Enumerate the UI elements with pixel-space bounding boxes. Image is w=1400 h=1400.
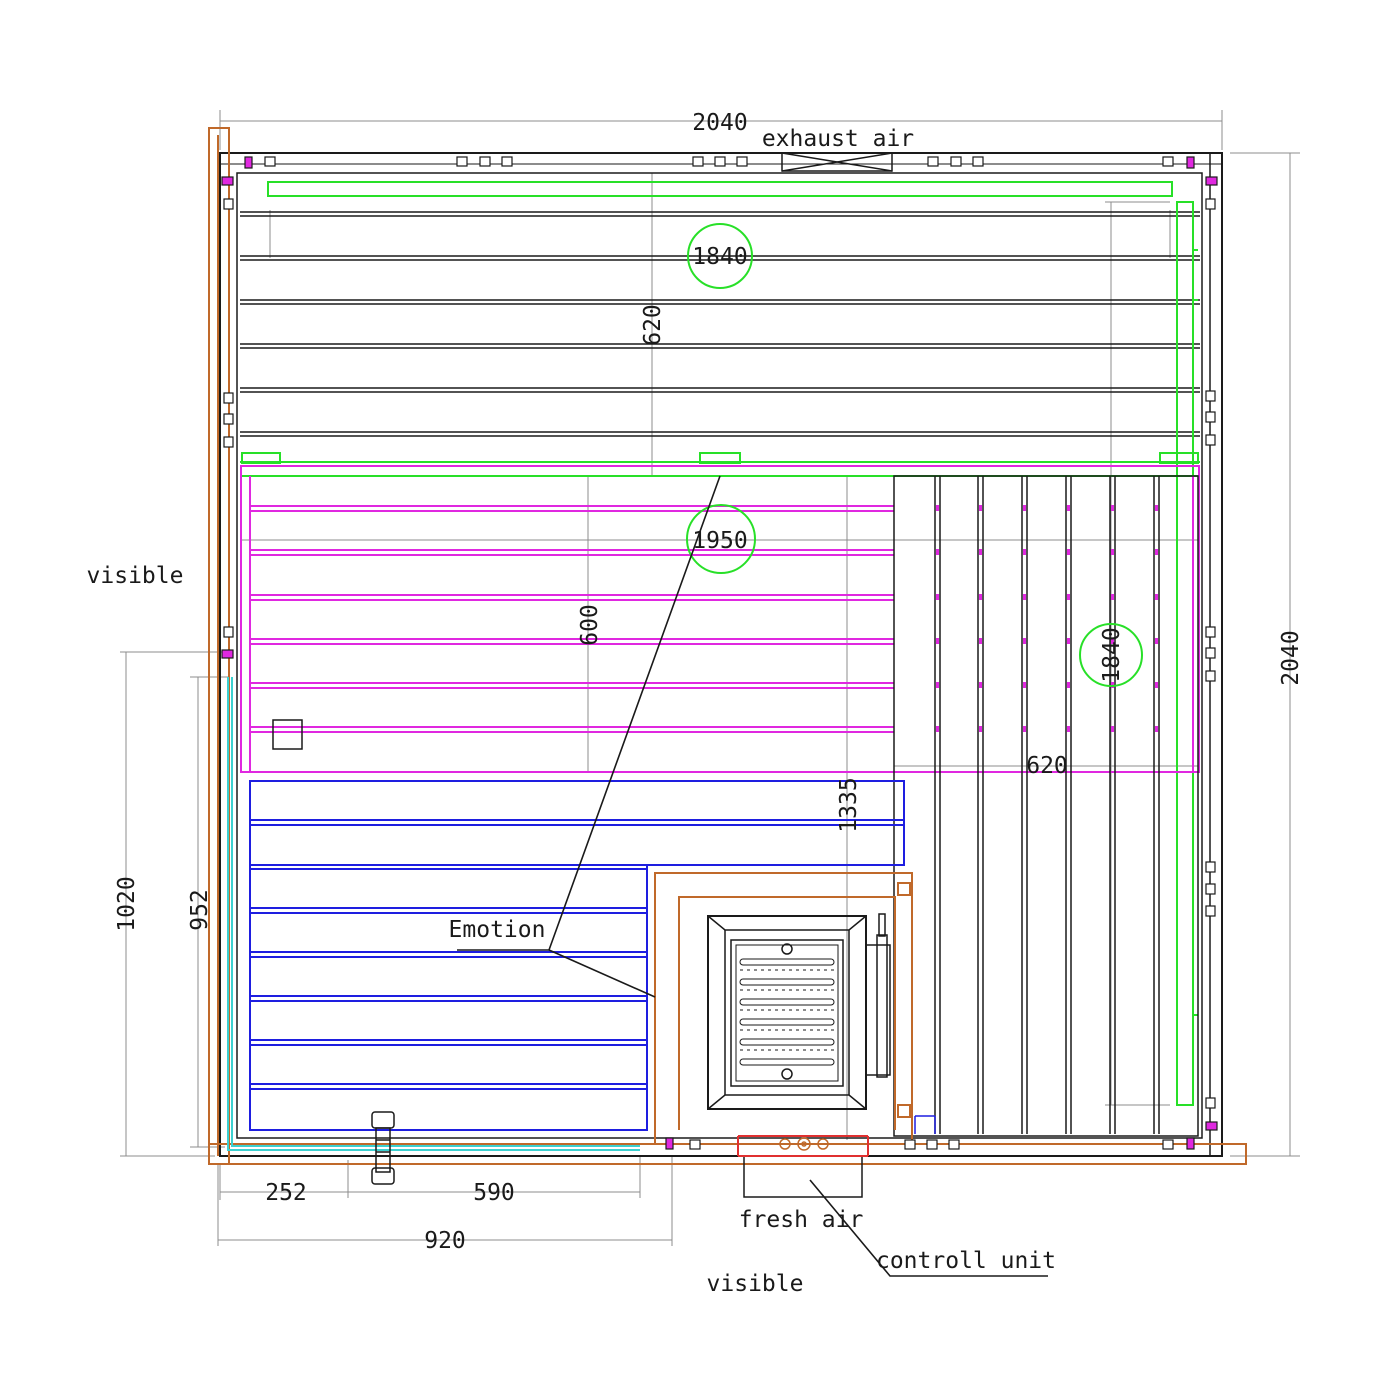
drawing-labels: 2040 exhaust air 1840 1950 visible 620 E… bbox=[87, 110, 1304, 1297]
dim-side-bench-length: 1840 bbox=[1099, 627, 1125, 682]
heater-guard bbox=[654, 872, 913, 1145]
clamp-fittings-magenta bbox=[221, 156, 1218, 1150]
dimension-lines bbox=[120, 110, 1300, 1246]
dim-right-height: 2040 bbox=[1278, 630, 1304, 685]
glass-inner-line bbox=[227, 677, 640, 1151]
fresh-air-control-unit bbox=[737, 1115, 936, 1198]
dim-bottom-252: 252 bbox=[265, 1180, 307, 1206]
label-visible-bottom: visible bbox=[707, 1271, 804, 1297]
bench-marker-circles bbox=[686, 223, 1143, 687]
lower-bench bbox=[249, 780, 905, 1131]
dim-upper-bench-length: 1840 bbox=[692, 244, 747, 270]
dim-top-width: 2040 bbox=[692, 110, 747, 136]
dim-bottom-920: 920 bbox=[424, 1228, 466, 1254]
dim-bottom-590: 590 bbox=[473, 1180, 515, 1206]
upper-bench-slats bbox=[240, 211, 1200, 437]
leader-lines bbox=[457, 475, 1048, 1277]
exhaust-air-valve bbox=[781, 152, 893, 172]
dim-lower-height: 1335 bbox=[836, 777, 862, 832]
middle-bench bbox=[240, 465, 1200, 773]
glass-walls bbox=[208, 127, 1247, 1165]
heater-emotion bbox=[707, 913, 891, 1110]
label-controll-unit: controll unit bbox=[876, 1248, 1056, 1274]
dim-upper-bench-depth: 620 bbox=[640, 304, 666, 346]
dim-side-bench-width: 620 bbox=[1026, 753, 1068, 779]
dim-middle-bench-length: 1950 bbox=[692, 528, 747, 554]
label-visible-left: visible bbox=[87, 563, 184, 589]
side-bench-dots bbox=[936, 505, 1158, 732]
drain-pipe bbox=[371, 1111, 395, 1185]
dim-left-inner: 952 bbox=[187, 889, 213, 931]
clamp-fittings bbox=[223, 156, 1216, 1150]
label-fresh-air: fresh air bbox=[739, 1207, 864, 1233]
side-bench-slats bbox=[893, 475, 1199, 1137]
dim-middle-bench-depth: 600 bbox=[577, 604, 603, 646]
label-heater-emotion: Emotion bbox=[449, 917, 546, 943]
dim-left-outer: 1020 bbox=[114, 876, 140, 931]
label-exhaust-air: exhaust air bbox=[762, 126, 914, 152]
bench-marker-square bbox=[272, 719, 303, 750]
